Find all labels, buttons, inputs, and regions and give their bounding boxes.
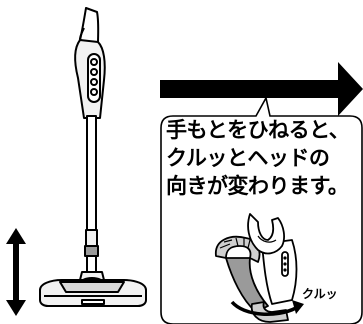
up-down-arrow-icon (6, 228, 26, 316)
callout-line-1: 手もとをひねると、 (166, 118, 350, 142)
twist-inset (215, 213, 298, 323)
right-arrow-icon (160, 62, 363, 116)
pipe-joint (84, 245, 99, 257)
rotation-arrowhead (292, 300, 304, 314)
stick-vacuum (39, 7, 147, 307)
rotate-label: クルッ (302, 287, 338, 301)
callout-line-3: 向きが変わります。 (166, 174, 349, 198)
extension-pipe (86, 115, 97, 237)
hand (79, 7, 100, 45)
rotation-arrow-icon (230, 300, 297, 316)
inset-hand (247, 213, 285, 255)
callout-line-2: クルッとヘッドの (166, 146, 330, 170)
callout-text: 手もとをひねると、 クルッとヘッドの 向きが変わります。 (166, 116, 362, 200)
